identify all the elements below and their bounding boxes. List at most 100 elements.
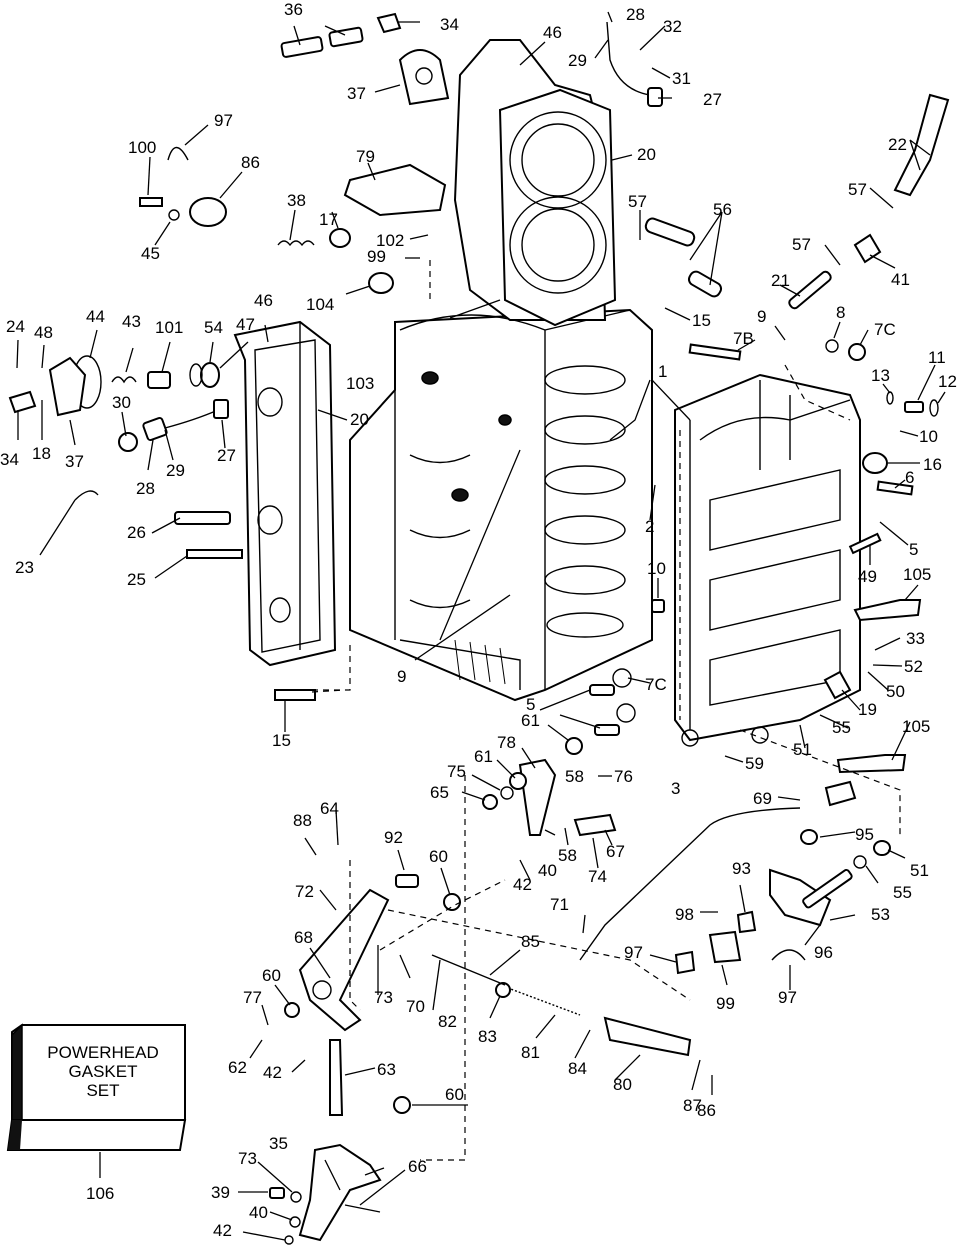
callout-72: 71 — [550, 895, 569, 914]
callout-7C: 7C — [874, 320, 896, 339]
leader-lines — [16, 11, 946, 1241]
callout-9: 8 — [836, 303, 845, 322]
callout-82: 81 — [521, 1043, 540, 1062]
callout-44: 43 — [122, 312, 141, 331]
callout-92: 88 — [293, 811, 312, 830]
callout-39: 38 — [287, 191, 306, 210]
callout-43: 42 — [513, 875, 532, 894]
callout-11: 10 — [919, 427, 938, 446]
callout-64: 63 — [377, 1060, 396, 1079]
callout-28: 27 — [703, 90, 722, 109]
callout-11: 10 — [647, 559, 666, 578]
callout-41: 40 — [249, 1203, 268, 1222]
callout-63: 62 — [228, 1058, 247, 1077]
callout-18: 17 — [319, 210, 338, 229]
callout-59: 58 — [565, 767, 584, 786]
callout-2: 2 — [645, 517, 654, 536]
callout-8: 7C — [645, 675, 667, 694]
callout-61: 60 — [429, 847, 448, 866]
callout-62: 61 — [474, 747, 493, 766]
callout-43: 42 — [213, 1221, 232, 1240]
callout-52: 51 — [910, 861, 929, 880]
callout-43: 42 — [263, 1063, 282, 1082]
callout-50: 49 — [858, 567, 877, 586]
callout-30: 29 — [166, 461, 185, 480]
callout-94: 93 — [732, 859, 751, 878]
callout-31: 30 — [112, 393, 131, 412]
callout-21: 20 — [637, 145, 656, 164]
crankcase-half — [674, 373, 861, 747]
callout-106: 105 — [902, 717, 930, 736]
callout-20: 19 — [858, 700, 877, 719]
callout-25: 24 — [6, 317, 25, 336]
callout-54: 53 — [871, 905, 890, 924]
callout-14: 13 — [871, 366, 890, 385]
callout-26: 25 — [127, 570, 146, 589]
callout-27: 26 — [127, 523, 146, 542]
callout-99: 98 — [675, 905, 694, 924]
callout-70: 69 — [753, 789, 772, 808]
callout-97: 96 — [814, 943, 833, 962]
callout-10: 9 — [397, 667, 406, 686]
callout-3: 3 — [671, 779, 680, 798]
callout-46: 45 — [141, 244, 160, 263]
callout-95: 97 — [778, 988, 797, 1007]
callout-80: 79 — [356, 147, 375, 166]
callout-22: 21 — [771, 271, 790, 290]
callout-55: 54 — [204, 318, 223, 337]
callout-56: 55 — [832, 718, 851, 737]
callout-29: 28 — [626, 5, 645, 24]
callout-40: 39 — [211, 1183, 230, 1202]
callout-107: 104 — [306, 295, 334, 314]
callout-59: 58 — [558, 846, 577, 865]
callout-75: 74 — [588, 867, 607, 886]
callout-6: 6 — [905, 468, 914, 487]
callout-77: 76 — [614, 767, 633, 786]
small-parts — [8, 12, 950, 1245]
callout-66: 65 — [430, 783, 449, 802]
callout-12: 11 — [928, 348, 946, 367]
callout-41: 40 — [538, 861, 557, 880]
callout-52: 51 — [793, 740, 812, 759]
callout-81: 80 — [613, 1075, 632, 1094]
callout-38: 37 — [65, 452, 84, 471]
callout-96: 95 — [855, 825, 874, 844]
callout-58: 57 — [848, 180, 867, 199]
callout-83: 82 — [438, 1012, 457, 1031]
callout-49: 48 — [34, 323, 53, 342]
callout-65: 64 — [320, 799, 339, 818]
callout-7B: 7B — [733, 329, 754, 348]
callout-76: 75 — [447, 762, 466, 781]
callout-105: 102 — [376, 231, 404, 250]
callout-13: 12 — [938, 372, 957, 391]
callout-23: 22 — [888, 135, 907, 154]
callout-95: 97 — [214, 111, 233, 130]
callout-36: 35 — [269, 1134, 288, 1153]
callout-34: 33 — [906, 629, 925, 648]
callout-37: 36 — [284, 0, 303, 19]
callout-68: 67 — [606, 842, 625, 861]
callout-88: 87 — [683, 1096, 702, 1115]
callout-38: 37 — [347, 84, 366, 103]
part-illustrations — [8, 12, 950, 1245]
callout-71: 70 — [406, 997, 425, 1016]
gasket-set-box: POWERHEAD GASKET SET — [6, 1023, 187, 1151]
callout-56: 55 — [893, 883, 912, 902]
callout-85: 84 — [568, 1059, 587, 1078]
callout-84: 83 — [478, 1027, 497, 1046]
callout-98: 97 — [624, 943, 643, 962]
callout-10: 9 — [757, 307, 766, 326]
callout-104: 101 — [155, 318, 183, 337]
callout-103: 103 — [346, 374, 374, 393]
callout-1: 1 — [658, 362, 667, 381]
callout-45: 44 — [86, 307, 105, 326]
callout-57: 56 — [713, 200, 732, 219]
callout-19: 18 — [32, 444, 51, 463]
callout-53: 52 — [904, 657, 923, 676]
callout-21: 20 — [350, 410, 369, 429]
cylinder-block — [349, 308, 653, 702]
callout-108: 106 — [86, 1184, 114, 1203]
callout-28: 27 — [217, 446, 236, 465]
